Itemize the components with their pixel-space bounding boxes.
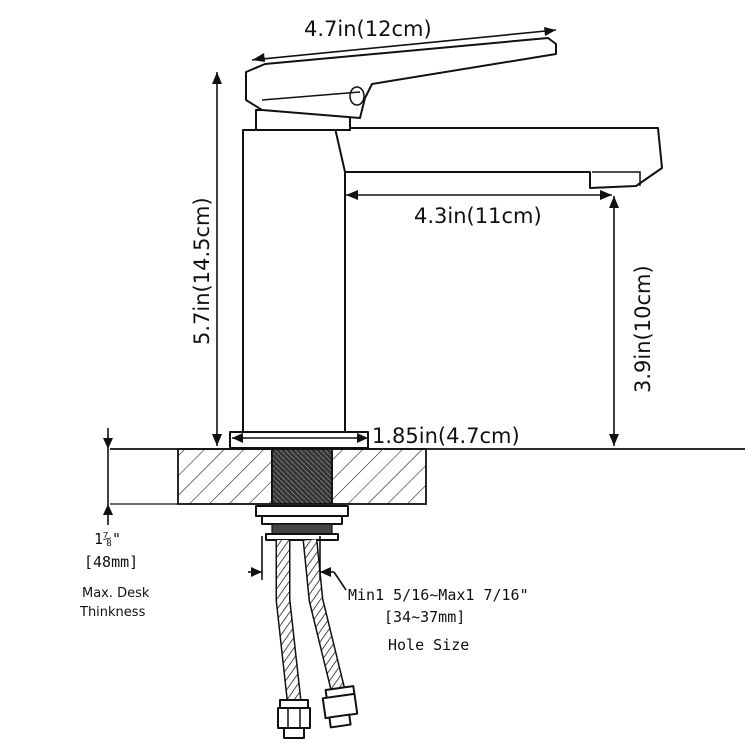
- base-width-label: 1.85in(4.7cm): [372, 424, 520, 448]
- spout-reach-label: 4.3in(11cm): [414, 204, 542, 228]
- faucet-body: [229, 37, 663, 449]
- spout-height-label: 3.9in(10cm): [631, 265, 655, 393]
- desk-section: [110, 448, 745, 505]
- hole-size-dimension: Min1 5/16~Max1 7/16" [34~37mm] Hole Size: [248, 536, 529, 654]
- spout-height-dimension: 3.9in(10cm): [609, 196, 655, 446]
- hole-size-mm: [34~37mm]: [384, 608, 465, 626]
- handle-length-dimension: 4.7in(12cm): [251, 17, 557, 62]
- hose-nut-left: [277, 699, 311, 739]
- spout-reach-dimension: 4.3in(11cm): [346, 190, 612, 228]
- water-supply-hoses: [275, 539, 359, 739]
- desk-note-line1: Max. Desk: [82, 586, 150, 601]
- hose-nut-right: [321, 685, 359, 729]
- desk-thickness-mm: [48mm]: [84, 553, 138, 571]
- mounting-hardware: [255, 505, 349, 541]
- hole-size-inches: Min1 5/16~Max1 7/16": [348, 586, 529, 604]
- desk-thickness-fraction: 1⅞": [94, 530, 121, 548]
- desk-note-line2: Thinkness: [79, 605, 146, 620]
- total-height-label: 5.7in(14.5cm): [190, 197, 214, 345]
- base-width-dimension: 1.85in(4.7cm): [232, 424, 520, 448]
- handle-length-label: 4.7in(12cm): [304, 17, 432, 41]
- desk-thickness-dimension: 1⅞" [48mm] Max. Desk Thinkness: [79, 428, 150, 620]
- hole-size-label: Hole Size: [388, 636, 469, 654]
- total-height-dimension: 5.7in(14.5cm): [190, 72, 222, 446]
